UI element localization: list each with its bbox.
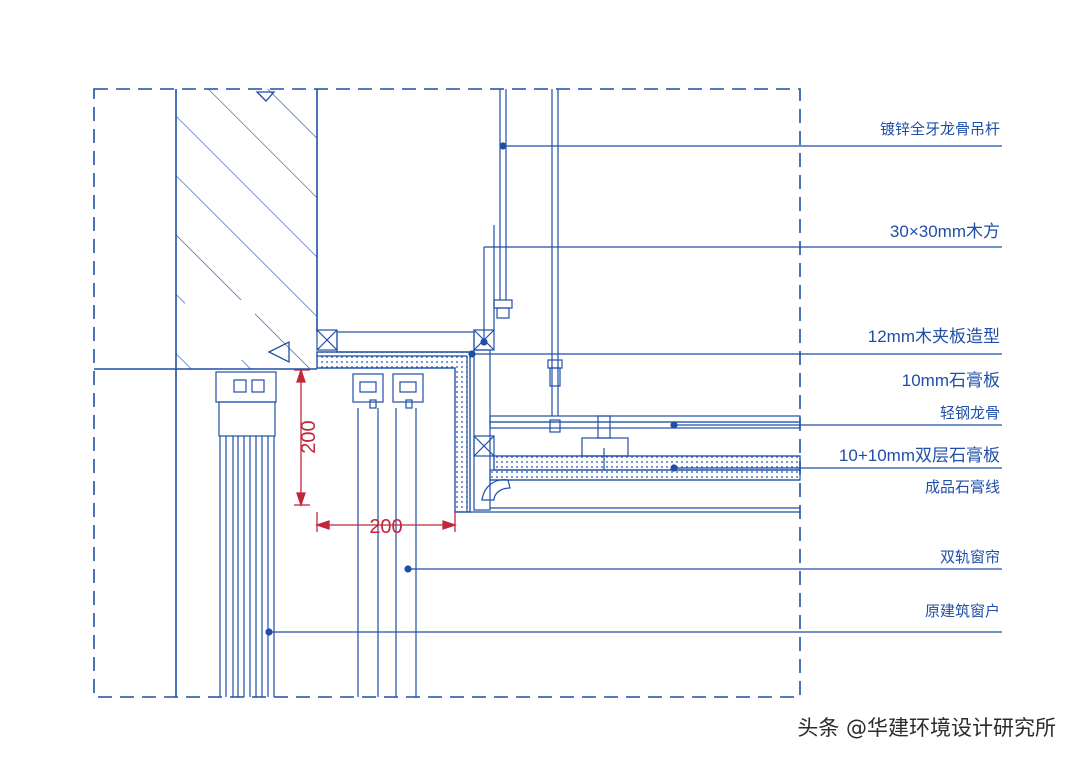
light-steel-keel <box>581 415 629 470</box>
curtain-box <box>316 329 495 513</box>
detail-boundary <box>93 88 801 698</box>
vertical-dimension-label: 200 <box>298 420 320 453</box>
label-double-gypsum: 10+10mm双层石膏板 <box>839 445 1000 465</box>
dimension-lines <box>294 367 458 532</box>
label-light-steel-keel: 轻钢龙骨 <box>940 404 1000 422</box>
horizontal-dimension-label: 200 <box>369 516 402 538</box>
leader-lines <box>265 142 1002 636</box>
ceiling-layers <box>470 415 801 513</box>
label-gypsum-10mm: 10mm石膏板 <box>902 370 1000 390</box>
hanger-rods <box>493 89 563 433</box>
concrete-wall <box>94 89 318 697</box>
label-plywood: 12mm木夹板造型 <box>868 327 1000 346</box>
label-wood-batten: 30×30mm木方 <box>890 222 1000 241</box>
watermark-text: 头条 @华建环境设计研究所 <box>797 716 1056 740</box>
double-curtain-track <box>352 373 424 697</box>
label-hanger-rod: 镀锌全牙龙骨吊杆 <box>880 120 1000 138</box>
label-original-window: 原建筑窗户 <box>925 602 1000 620</box>
window-frame <box>215 371 277 697</box>
label-gypsum-cornice: 成品石膏线 <box>925 478 1000 496</box>
label-double-curtain: 双轨窗帘 <box>940 548 1000 566</box>
